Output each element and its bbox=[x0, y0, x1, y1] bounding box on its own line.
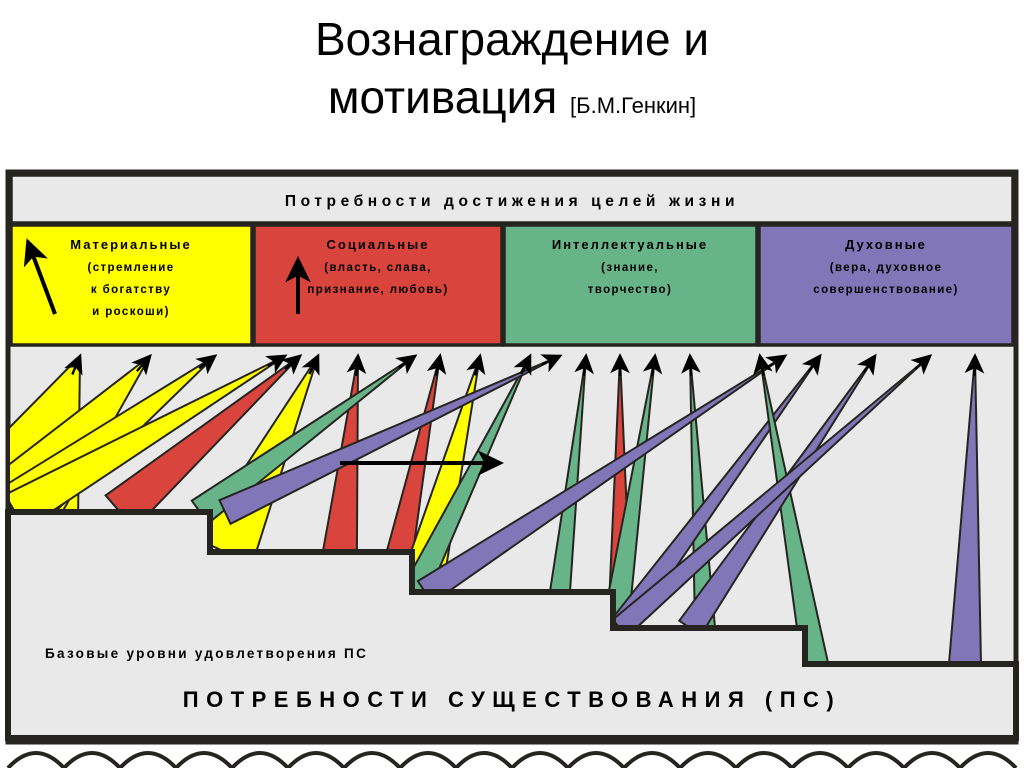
title-author: [Б.М.Генкин] bbox=[570, 93, 697, 118]
ray-arrowhead bbox=[426, 353, 447, 376]
need-box-spiritual[interactable]: Духовные (вера, духовное совершенствован… bbox=[757, 223, 1015, 347]
ray-arrowhead bbox=[131, 353, 152, 376]
ray-arrowhead bbox=[910, 354, 933, 375]
need-box-social[interactable]: Социальные (власть, слава, признание, лю… bbox=[252, 223, 504, 347]
need-box-social-title: Социальные bbox=[327, 237, 430, 252]
ray-arrowhead bbox=[857, 353, 877, 376]
ray-arrowhead bbox=[540, 354, 563, 373]
need-box-spiritual-line-1: (вера, духовное bbox=[830, 262, 943, 274]
header-band: Потребности достижения целей жизни bbox=[9, 173, 1015, 225]
staircase bbox=[5, 509, 1019, 741]
ray-arrowhead bbox=[280, 354, 303, 375]
scallop-arches bbox=[6, 751, 1018, 768]
need-box-intellectual-line-1: (знание, bbox=[601, 262, 659, 274]
need-box-material-line-3: и роскоши) bbox=[92, 306, 170, 318]
ray-arrowhead bbox=[681, 353, 701, 377]
need-box-intellectual[interactable]: Интеллектуальные (знание, творчество) bbox=[502, 223, 759, 347]
motivation-rays bbox=[10, 353, 983, 666]
scalloped-bottom-edge bbox=[6, 751, 1018, 768]
diagram-stage: Потребности достижения целей жизни Матер… bbox=[0, 166, 1024, 768]
ray-arrowhead bbox=[513, 353, 532, 376]
ray-arrowhead bbox=[346, 353, 367, 377]
title-line-1: Вознаграждение и bbox=[314, 13, 710, 65]
need-box-material-line-2: к богатству bbox=[91, 284, 171, 296]
ray-purple bbox=[218, 355, 561, 526]
motivation-diagram: Потребности достижения целей жизни Матер… bbox=[5, 169, 1019, 768]
ray-arrowhead bbox=[574, 353, 594, 377]
need-box-material[interactable]: Материальные (стремление к богатству и р… bbox=[9, 223, 254, 347]
base-level-annotation-arrows bbox=[23, 238, 505, 476]
need-box-social-line-1: (власть, слава, bbox=[324, 262, 432, 274]
page-title: Вознаграждение и мотивация [Б.М.Генкин] bbox=[0, 10, 1024, 135]
need-box-spiritual-line-2: совершенствование) bbox=[813, 284, 958, 296]
existence-needs-label: ПОТРЕБНОСТИ СУЩЕСТВОВАНИЯ (ПС) bbox=[183, 687, 842, 712]
ray-arrowhead bbox=[395, 354, 418, 375]
ray-arrowhead bbox=[964, 353, 985, 377]
ray-arrowhead bbox=[195, 354, 218, 375]
ray-arrowhead bbox=[753, 353, 773, 376]
ray-arrowhead bbox=[801, 353, 822, 376]
need-box-social-line-2: признание, любовь) bbox=[307, 284, 448, 296]
base-levels-label: Базовые уровни удовлетворения ПС bbox=[45, 646, 368, 661]
need-box-material-line-1: (стремление bbox=[88, 262, 175, 274]
need-box-intellectual-title: Интеллектуальные bbox=[552, 237, 708, 252]
ray-arrowheads bbox=[64, 353, 985, 377]
need-box-spiritual-title: Духовные bbox=[845, 237, 927, 252]
ray-arrowhead bbox=[642, 353, 663, 376]
need-box-material-title: Материальные bbox=[70, 237, 191, 252]
ray-arrowhead bbox=[64, 353, 83, 376]
base-level-arrow-1 bbox=[23, 238, 57, 315]
need-box-intellectual-line-2: творчество) bbox=[588, 284, 672, 296]
ray-arrowhead bbox=[301, 353, 320, 376]
ray-arrowhead bbox=[466, 353, 486, 376]
title-line-2: мотивация [Б.М.Генкин] bbox=[327, 71, 697, 123]
header-band-label: Потребности достижения целей жизни bbox=[285, 193, 739, 210]
